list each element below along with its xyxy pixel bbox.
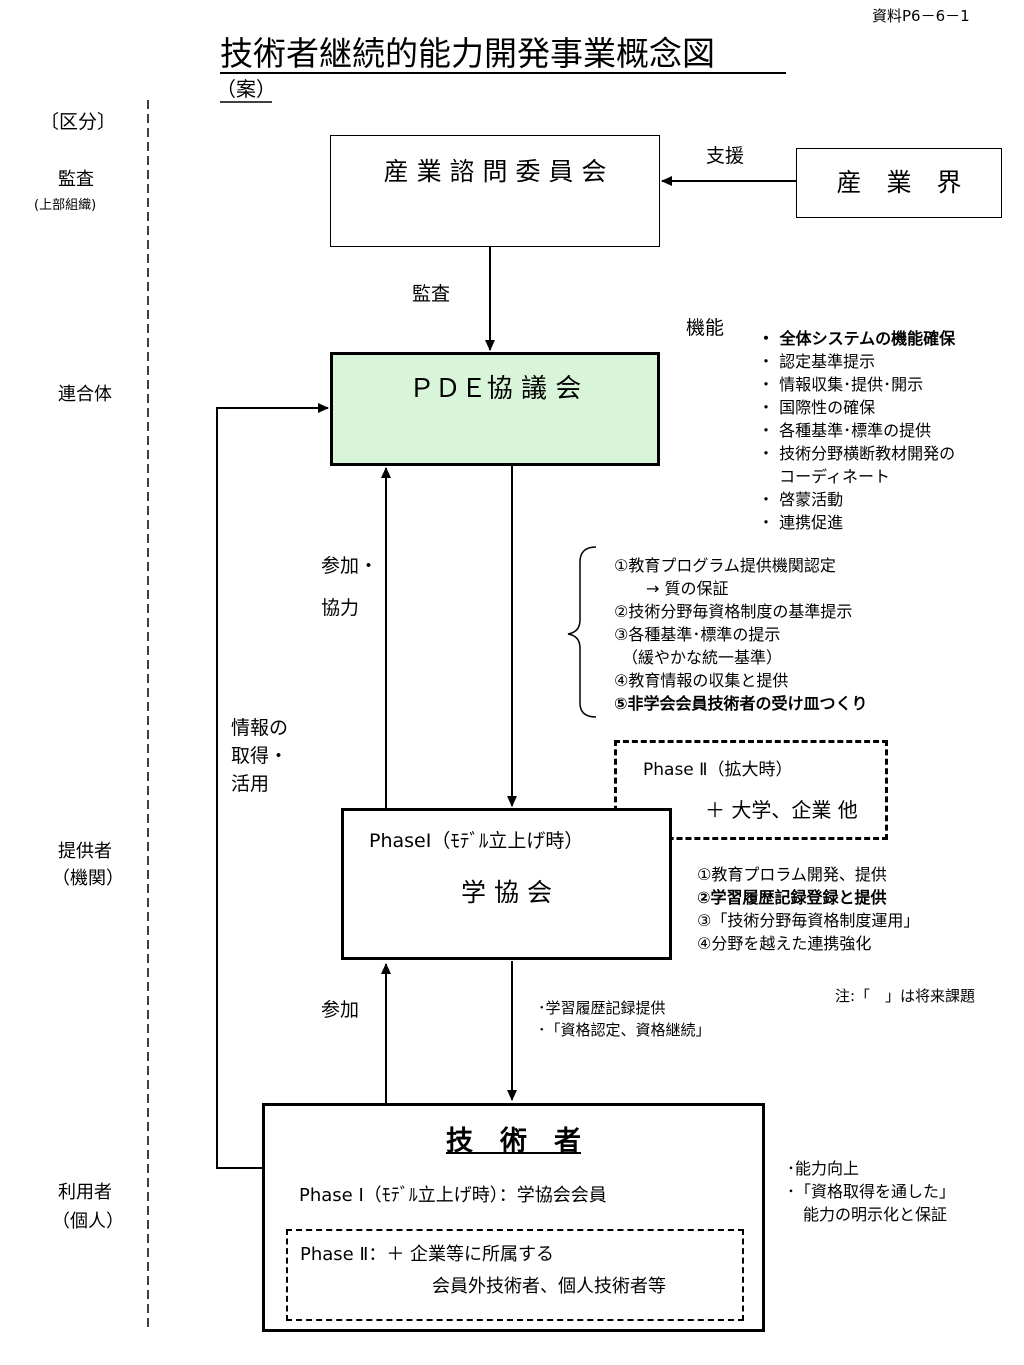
engineer-benefit-item: ･「資格取得を通した」 bbox=[787, 1182, 956, 1201]
category-user: 利用者 bbox=[58, 1182, 112, 1203]
document-reference: 資料P6－6－1 bbox=[872, 7, 970, 25]
function-item: コーディネート bbox=[758, 467, 890, 486]
provide-label-2: ･「資格認定、資格継続」 bbox=[538, 1021, 711, 1039]
phase2-expansion-members: ＋ 大学、企業 他 bbox=[705, 798, 858, 822]
engineer-box: 技 術 者 Phase Ⅰ（ﾓﾃﾞﾙ立上げ時）：学協会会員 Phase Ⅱ：＋ … bbox=[262, 1103, 765, 1332]
phase2-expansion-label: Phase Ⅱ（拡大時） bbox=[643, 760, 793, 780]
function-item: ・ 国際性の確保 bbox=[758, 398, 876, 417]
info-label-3: 活用 bbox=[231, 773, 270, 795]
category-audit: 監査 bbox=[58, 169, 94, 190]
pde-role-item: ②技術分野毎資格制度の基準提示 bbox=[614, 602, 853, 621]
engineer-phase1: Phase Ⅰ（ﾓﾃﾞﾙ立上げ時）：学協会会員 bbox=[299, 1185, 607, 1206]
academic-society-label: 学 協 会 bbox=[461, 878, 552, 907]
society-role-item: ①教育プロラム開発、提供 bbox=[697, 865, 887, 884]
engineer-title: 技 術 者 bbox=[446, 1126, 581, 1157]
participate-cooperate-label-1: 参加・ bbox=[321, 555, 379, 577]
category-audit-sub: (上部組織) bbox=[34, 198, 97, 213]
engineer-phase2-line2: 会員外技術者、個人技術者等 bbox=[432, 1276, 666, 1297]
engineer-benefits-list: ･能力向上 ･「資格取得を通した」 能力の明示化と保証 bbox=[787, 1157, 955, 1226]
academic-society-box: PhaseⅠ（ﾓﾃﾞﾙ立上げ時） 学 協 会 bbox=[341, 808, 672, 960]
category-heading: 〔区分〕 bbox=[40, 111, 117, 133]
function-item: ・ 各種基準･標準の提供 bbox=[758, 421, 932, 440]
category-user-sub: （個人） bbox=[52, 1211, 124, 1232]
function-item: ・ 連携促進 bbox=[758, 513, 844, 532]
participate-label: 参加 bbox=[321, 999, 360, 1021]
engineer-phase2-line1: Phase Ⅱ：＋ 企業等に所属する bbox=[300, 1244, 555, 1265]
pde-council-fill bbox=[333, 355, 657, 463]
engineer-benefit-item: 能力の明示化と保証 bbox=[787, 1205, 948, 1224]
engineer-phase2-box: Phase Ⅱ：＋ 企業等に所属する 会員外技術者、個人技術者等 bbox=[286, 1229, 744, 1321]
academic-society-phase: PhaseⅠ（ﾓﾃﾞﾙ立上げ時） bbox=[369, 830, 584, 852]
pde-role-item: ④教育情報の収集と提供 bbox=[614, 671, 789, 690]
category-provider-sub: （機関） bbox=[52, 868, 124, 889]
info-loop-arrow bbox=[216, 403, 329, 1169]
pde-roles-list: ①教育プログラム提供機関認定 → 質の保証 ②技術分野毎資格制度の基準提示 ③各… bbox=[614, 554, 868, 715]
provide-label-1: ･学習履歴記録提供 bbox=[538, 999, 666, 1017]
function-item: ・ 情報収集･提供･開示 bbox=[758, 375, 924, 394]
participate-cooperate-label-2: 協力 bbox=[321, 597, 360, 619]
roles-brace bbox=[567, 546, 597, 718]
functions-label: 機能 bbox=[686, 317, 725, 339]
support-label: 支援 bbox=[706, 145, 745, 167]
pde-role-item: ⑤非学会会員技術者の受け皿つくり bbox=[614, 694, 868, 713]
society-roles-list: ①教育プロラム開発、提供 ②学習履歴記録登録と提供 ③「技術分野毎資格制度運用」… bbox=[697, 863, 919, 955]
pde-role-item: （緩やかな統一基準） bbox=[614, 648, 783, 667]
pde-role-item: ①教育プログラム提供機関認定 bbox=[614, 556, 836, 575]
function-item: ・ 啓蒙活動 bbox=[758, 490, 844, 509]
engineer-benefit-item: ･能力向上 bbox=[787, 1159, 860, 1178]
industry-box: 産 業 界 bbox=[796, 148, 1002, 218]
industry-label: 産 業 界 bbox=[836, 168, 962, 197]
pde-role-item: → 質の保証 bbox=[614, 579, 729, 598]
audit-label: 監査 bbox=[412, 283, 451, 305]
industry-advisory-committee-label: 産 業 諮 問 委 員 会 bbox=[383, 157, 607, 186]
page-subtitle: （案） bbox=[216, 77, 276, 101]
info-label-1: 情報の bbox=[231, 717, 289, 739]
category-federation: 連合体 bbox=[58, 384, 112, 405]
info-label-2: 取得・ bbox=[231, 745, 289, 767]
society-role-item: ④分野を越えた連携強化 bbox=[697, 934, 872, 953]
pde-council-box: ＰＤＥ協 議 会 bbox=[330, 352, 660, 466]
society-role-item: ③「技術分野毎資格制度運用」 bbox=[697, 911, 920, 930]
pde-role-item: ③各種基準･標準の提示 bbox=[614, 625, 781, 644]
industry-advisory-committee-box: 産 業 諮 問 委 員 会 bbox=[330, 135, 660, 247]
functions-list: ・ 全体システムの機能確保 ・ 認定基準提示 ・ 情報収集･提供･開示 ・ 国際… bbox=[758, 327, 955, 534]
category-provider: 提供者 bbox=[58, 841, 112, 862]
future-issue-note: 注:「 」は将来課題 bbox=[835, 987, 976, 1005]
function-item: ・ 全体システムの機能確保 bbox=[758, 329, 956, 348]
pde-council-label: ＰＤＥ協 議 会 bbox=[408, 374, 582, 404]
function-item: ・ 認定基準提示 bbox=[758, 352, 876, 371]
society-role-item: ②学習履歴記録登録と提供 bbox=[697, 888, 887, 907]
page-title: 技術者継続的能力開発事業概念図 bbox=[220, 34, 715, 73]
function-item: ・ 技術分野横断教材開発の bbox=[758, 444, 956, 463]
